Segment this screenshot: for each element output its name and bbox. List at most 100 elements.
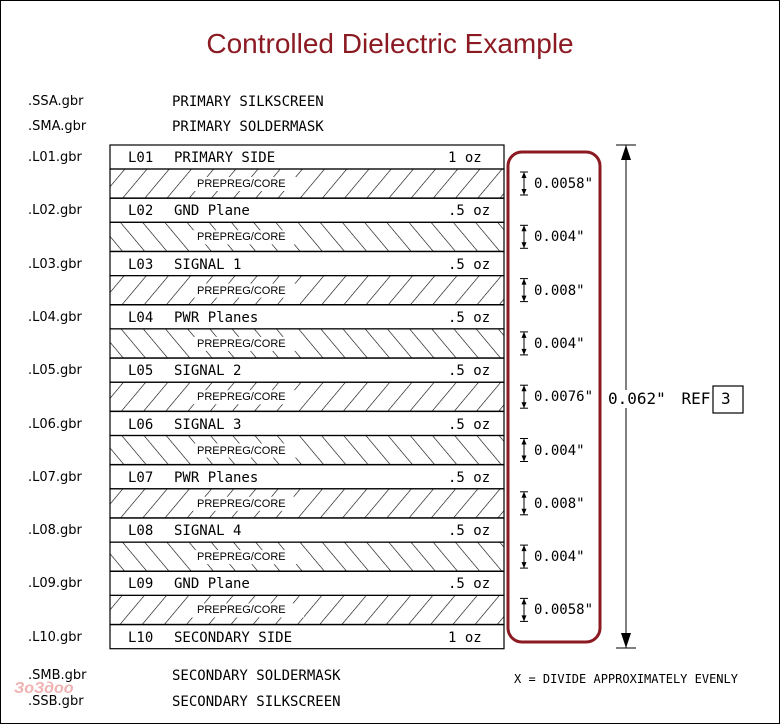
dielectric-label: PREPREG/CORE	[197, 391, 286, 404]
layer-name: SIGNAL 3	[174, 416, 242, 433]
dielectric-dimension-marker	[520, 224, 528, 249]
layer-weight: 1 oz	[448, 150, 482, 166]
dielectric-layer	[109, 594, 505, 626]
layer-weight: 1 oz	[448, 629, 482, 646]
layer-name: SIGNAL 2	[174, 363, 242, 380]
layer-name: PWR Planes	[174, 309, 259, 326]
layer-id: L08	[128, 523, 154, 540]
layer-file-name: .L10.gbr	[28, 629, 82, 645]
layer-file-name: .L08.gbr	[28, 523, 82, 539]
dielectric-label: PREPREG/CORE	[197, 444, 286, 457]
dielectric-thickness: 0.004"	[534, 549, 585, 566]
dielectric-thickness: 0.008"	[534, 282, 585, 299]
dielectric-dimension-marker	[520, 491, 528, 516]
dielectric-label: PREPREG/CORE	[197, 284, 286, 297]
layer-id: L03	[128, 256, 154, 273]
copper-layer-l01	[109, 144, 505, 170]
copper-layer-l10	[109, 624, 505, 650]
layer-weight: .5 oz	[448, 363, 491, 380]
dielectric-highlight-box	[506, 150, 602, 644]
dielectric-thickness: 0.004"	[534, 229, 585, 246]
layer-name: GND Plane	[174, 576, 250, 593]
layer-id: L10	[128, 629, 154, 646]
top-file-name: .SMA.gbr	[28, 119, 87, 134]
dielectric-thickness: 0.0058"	[534, 602, 594, 619]
dielectric-label-bg	[192, 336, 304, 351]
dielectric-dimension-marker	[520, 384, 528, 409]
dielectric-thickness: 0.008"	[534, 495, 585, 512]
dielectric-label: PREPREG/CORE	[197, 497, 286, 510]
dielectric-dimension-marker	[520, 597, 528, 622]
dielectric-layer	[109, 541, 505, 572]
dielectric-label-bg	[192, 496, 304, 511]
dielectric-dimension-marker	[520, 331, 528, 356]
top-file-label: PRIMARY SOLDERMASK	[172, 119, 324, 135]
dielectric-label-bg	[192, 390, 304, 405]
dielectric-layer	[109, 168, 505, 199]
total-thickness-value: 0.062"	[608, 389, 666, 408]
layer-weight: .5 oz	[448, 309, 491, 326]
dielectric-layer	[109, 381, 505, 412]
layer-file-name: .L06.gbr	[28, 416, 82, 432]
copper-layer-l03	[109, 251, 505, 277]
ref-box	[712, 385, 744, 414]
copper-layer-l05	[109, 357, 505, 383]
dielectric-label-bg	[192, 283, 304, 298]
ref-number: 3	[721, 389, 731, 408]
layer-file-name: .L04.gbr	[28, 309, 82, 325]
layer-id: L06	[128, 416, 154, 433]
layer-file-name: .L02.gbr	[28, 203, 82, 219]
layer-weight: .5 oz	[448, 576, 491, 593]
copper-layer-l08	[109, 517, 505, 543]
layer-name: SIGNAL 1	[174, 256, 242, 273]
dielectric-thickness: 0.004"	[534, 442, 585, 459]
copper-layer-l04	[109, 304, 505, 330]
layer-file-name: .L01.gbr	[28, 150, 82, 165]
dielectric-dimension-marker	[520, 544, 528, 569]
copper-layer-l02	[109, 197, 505, 223]
dielectric-dimension-marker	[520, 278, 528, 303]
layer-file-name: .L07.gbr	[28, 469, 82, 485]
layer-name: SIGNAL 4	[174, 523, 242, 540]
dielectric-dimension-marker	[520, 171, 528, 196]
layer-file-name: .L03.gbr	[28, 256, 82, 272]
dielectric-thickness: 0.0076"	[534, 389, 594, 406]
layer-file-name: .L09.gbr	[28, 576, 82, 592]
bottom-file-label: SECONDARY SILKSCREEN	[172, 694, 341, 710]
total-thickness-label: 0.062" REF	[606, 389, 713, 408]
layer-id: L04	[128, 309, 154, 326]
top-file-label: PRIMARY SILKSCREEN	[172, 94, 324, 110]
watermark-logo: ЗоЗдоо	[14, 680, 74, 697]
layer-name: PRIMARY SIDE	[174, 150, 276, 166]
dielectric-label: PREPREG/CORE	[197, 604, 286, 617]
dielectric-layer	[109, 275, 505, 306]
dielectric-label: PREPREG/CORE	[197, 231, 286, 244]
dielectric-label: PREPREG/CORE	[197, 551, 286, 564]
layer-id: L02	[128, 203, 154, 220]
layer-weight: .5 oz	[448, 523, 491, 540]
bottom-file-name: .SSB.gbr	[28, 694, 84, 709]
layer-id: L01	[128, 150, 154, 166]
dielectric-label: PREPREG/CORE	[197, 337, 286, 350]
bottom-file-label: SECONDARY SOLDERMASK	[172, 668, 341, 684]
layer-weight: .5 oz	[448, 203, 491, 220]
layer-id: L07	[128, 469, 154, 486]
dielectric-layer	[109, 488, 505, 519]
dielectric-layer	[109, 221, 505, 252]
layer-id: L05	[128, 363, 154, 380]
copper-layer-l09	[109, 570, 505, 597]
layer-id: L09	[128, 576, 154, 593]
layer-name: SECONDARY SIDE	[174, 629, 293, 646]
layer-weight: .5 oz	[448, 416, 491, 433]
layer-weight: .5 oz	[448, 469, 491, 486]
dielectric-label-bg	[192, 443, 304, 458]
dielectric-label-bg	[192, 230, 304, 245]
dielectric-thickness: 0.004"	[534, 335, 585, 352]
evenly-note: X = DIVIDE APPROXIMATELY EVENLY	[514, 672, 738, 686]
dielectric-label-bg	[192, 550, 304, 565]
layer-weight: .5 oz	[448, 256, 491, 273]
dielectric-thickness: 0.0058"	[534, 176, 594, 192]
top-file-name: .SSA.gbr	[28, 94, 84, 109]
dielectric-layer	[109, 434, 505, 466]
copper-layer-l06	[109, 410, 505, 437]
